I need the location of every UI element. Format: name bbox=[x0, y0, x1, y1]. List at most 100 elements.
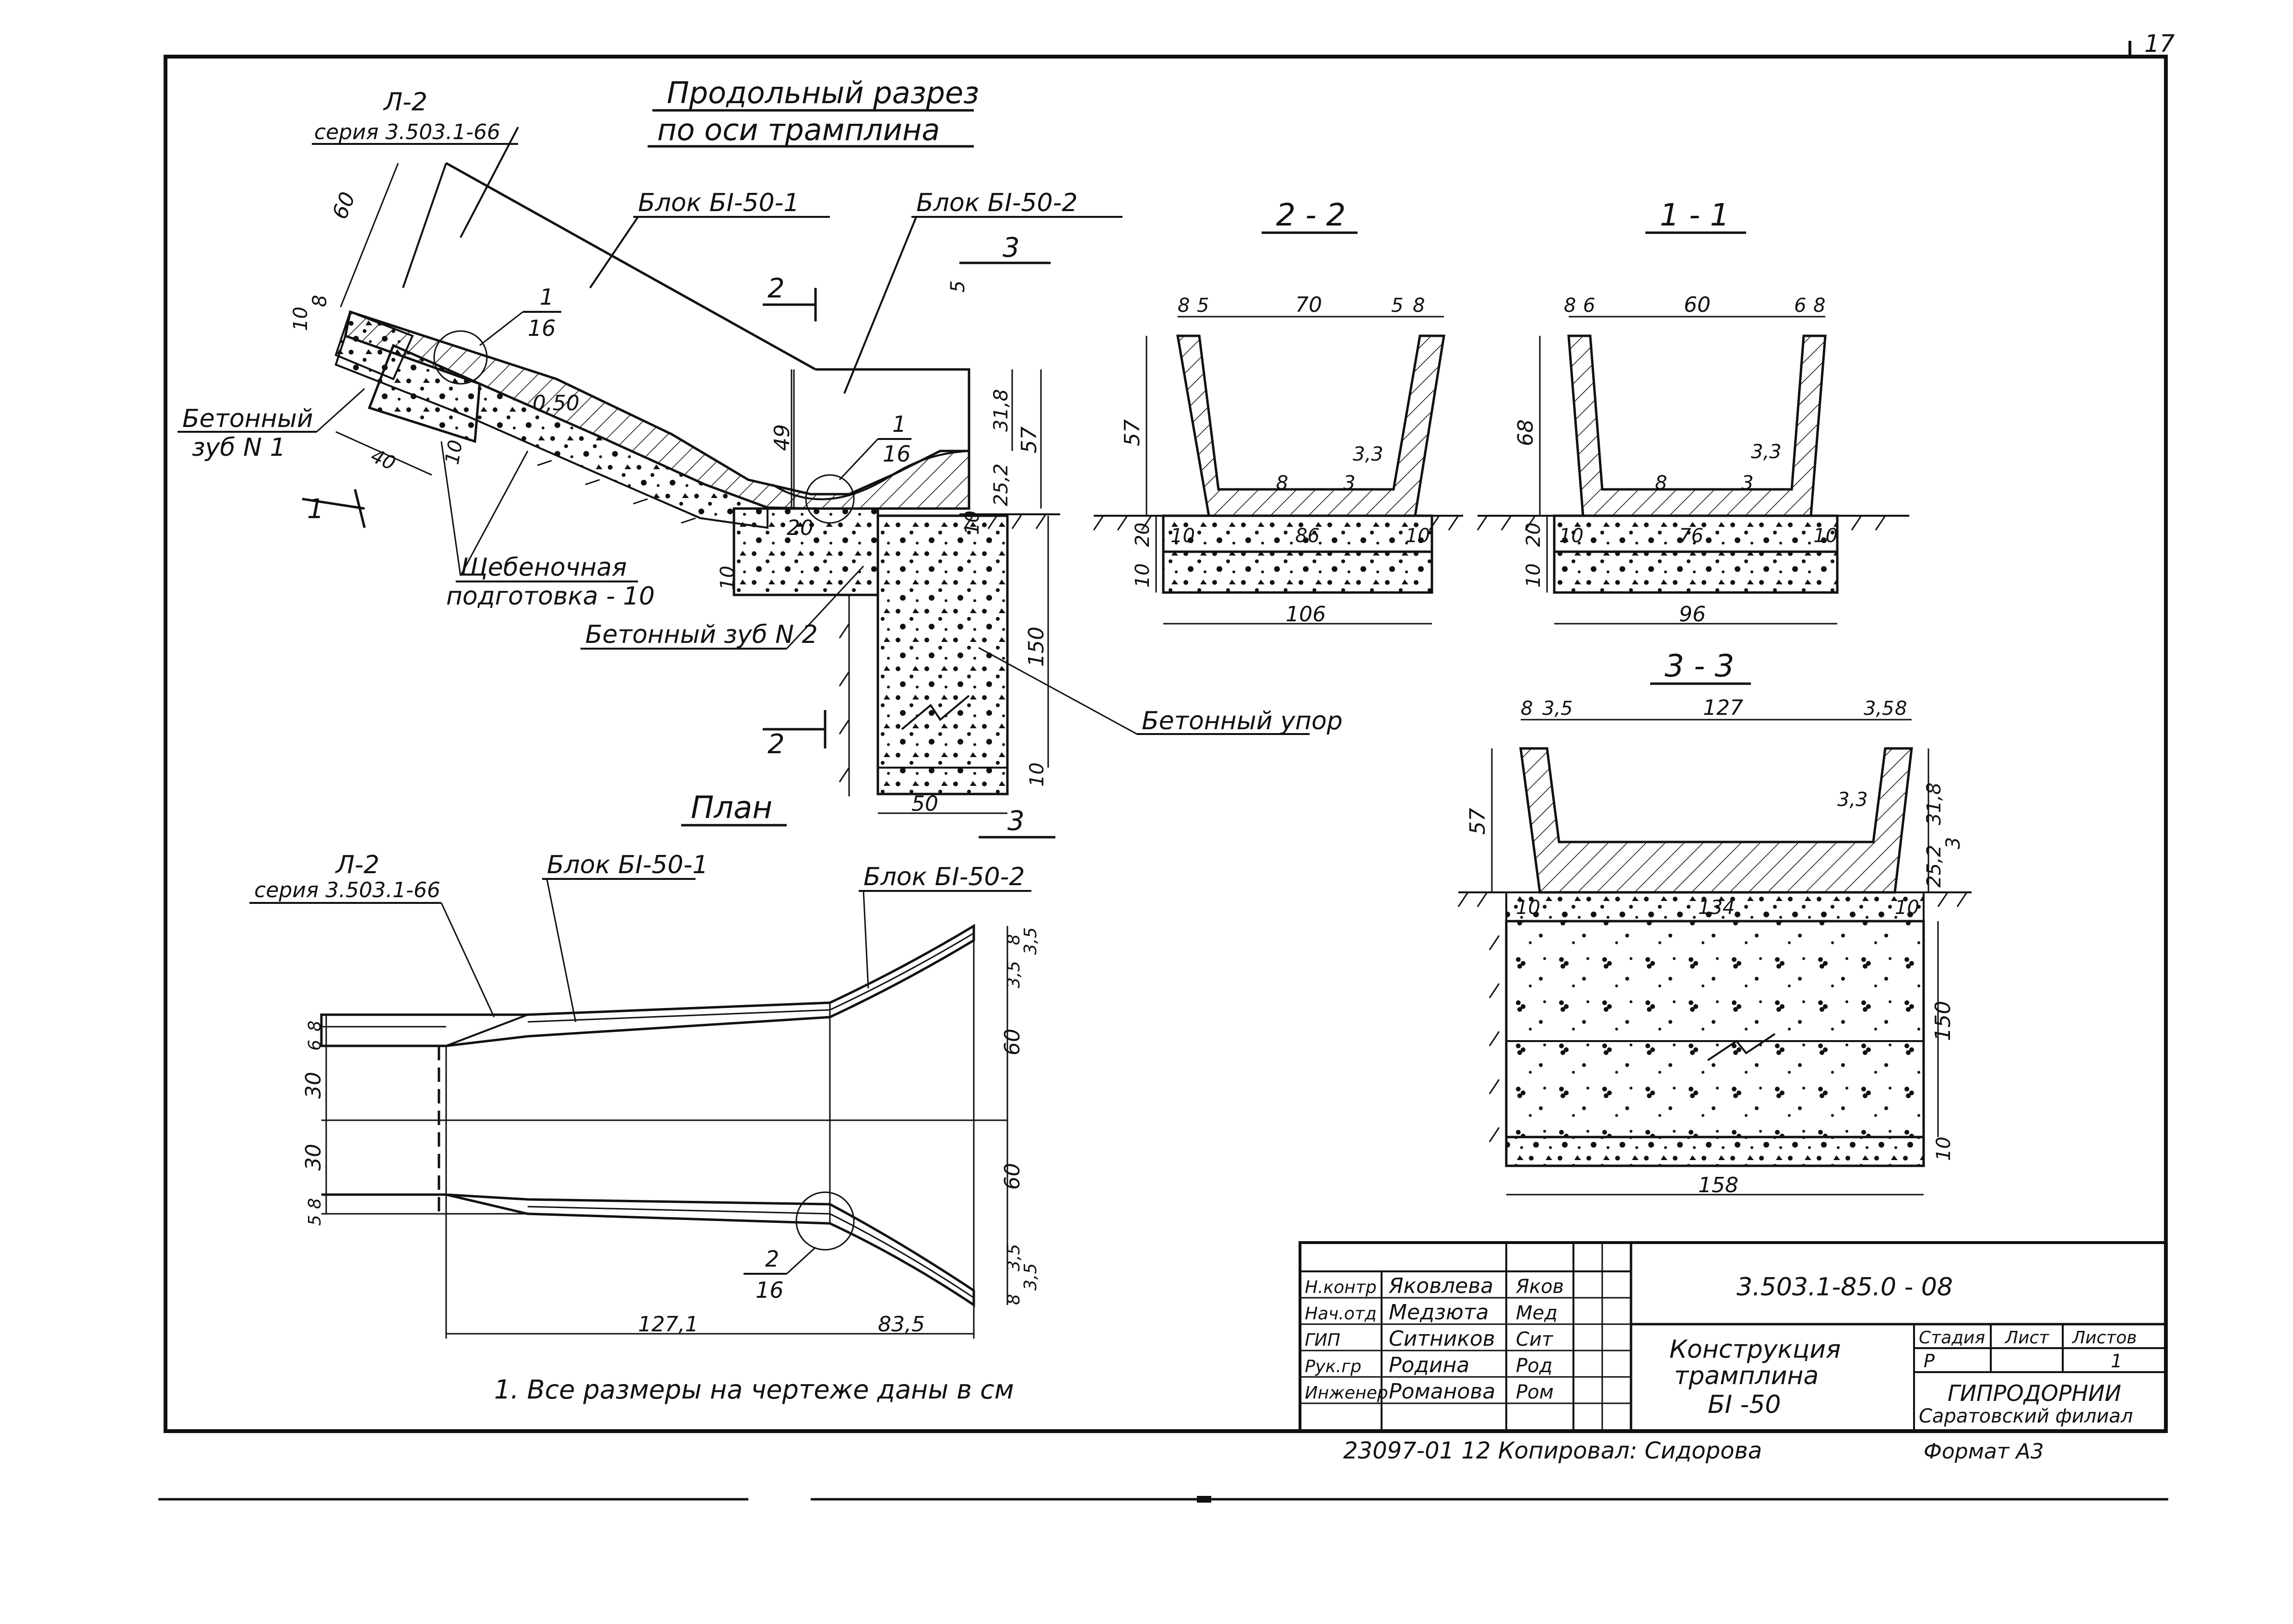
svg-text:86: 86 bbox=[1295, 525, 1320, 547]
tb-name-1: Медзюта bbox=[1389, 1300, 1489, 1325]
svg-text:5: 5 bbox=[305, 1215, 325, 1226]
svg-text:10: 10 bbox=[1895, 897, 1919, 919]
section-1-1-title: 1 - 1 bbox=[1660, 198, 1729, 233]
svg-text:57: 57 bbox=[1120, 419, 1145, 446]
section-title-line1: Продольный разрез bbox=[667, 75, 979, 110]
gravel-label-b: подготовка - 10 bbox=[446, 582, 655, 611]
tb-name-3: Родина bbox=[1389, 1353, 1469, 1377]
svg-text:30: 30 bbox=[301, 1144, 326, 1171]
section-3-3-title: 3 - 3 bbox=[1665, 649, 1734, 684]
svg-text:106: 106 bbox=[1286, 602, 1326, 627]
svg-text:68: 68 bbox=[1513, 419, 1538, 446]
concrete-stop-label: Бетонный упор bbox=[1142, 707, 1343, 735]
tb-sheet-header: Лист bbox=[2004, 1328, 2049, 1348]
tb-name-2: Ситников bbox=[1389, 1327, 1495, 1351]
svg-text:25,2: 25,2 bbox=[1923, 845, 1945, 888]
svg-text:10: 10 bbox=[1026, 762, 1048, 787]
ref-series-label: серия 3.503.1-66 bbox=[314, 120, 500, 144]
callout1-den: 16 bbox=[528, 315, 556, 341]
block1-label: Блок БI-50-1 bbox=[638, 189, 799, 217]
section-3-3: 3 - 3 8 3,5 127 3,5 8 57 3,3 31,8 25,2 3… bbox=[1457, 649, 1972, 1197]
svg-text:5: 5 bbox=[947, 281, 969, 293]
svg-text:25,2: 25,2 bbox=[990, 463, 1012, 506]
cut-mark-2-bottom: 2 bbox=[768, 729, 785, 760]
svg-text:31,8: 31,8 bbox=[1923, 782, 1945, 825]
detail-callout-2 bbox=[805, 474, 855, 524]
section-1-1: 1 - 1 8 6 60 6 8 68 3,3 3 8 10 76 10 20 … bbox=[1477, 198, 1909, 627]
tb-name-line2: трамплина bbox=[1674, 1362, 1819, 1390]
svg-text:3: 3 bbox=[1343, 472, 1355, 494]
cut-mark-1: 1 bbox=[307, 494, 324, 525]
callout1-num: 1 bbox=[540, 284, 554, 310]
tooth1-label-b: зуб N 1 bbox=[192, 433, 286, 462]
svg-text:20: 20 bbox=[1523, 522, 1545, 547]
callout2-den: 16 bbox=[883, 441, 911, 467]
plan-block1-label: Блок БI-50-1 bbox=[547, 851, 708, 879]
svg-text:10: 10 bbox=[1933, 1137, 1955, 1161]
svg-text:30: 30 bbox=[301, 1072, 326, 1099]
svg-text:57: 57 bbox=[1017, 427, 1041, 453]
svg-text:70: 70 bbox=[1295, 293, 1322, 317]
svg-text:60: 60 bbox=[1000, 1029, 1025, 1055]
page-number: 17 bbox=[2144, 30, 2175, 58]
tooth2-label: Бетонный зуб N 2 bbox=[585, 620, 818, 649]
svg-text:8: 8 bbox=[309, 295, 331, 307]
svg-text:3,5: 3,5 bbox=[1864, 698, 1894, 720]
tb-stage-header: Стадия bbox=[1919, 1328, 1985, 1348]
tb-sign-0: Яков bbox=[1515, 1276, 1564, 1298]
svg-text:10: 10 bbox=[441, 439, 467, 466]
detail-callout-1 bbox=[433, 330, 488, 385]
title-block: Н.контр Яковлева Яков Нач.отд Медзюта Ме… bbox=[1299, 1241, 2167, 1464]
tb-name-0: Яковлева bbox=[1388, 1274, 1493, 1298]
svg-text:3,5: 3,5 bbox=[1004, 961, 1024, 988]
sheet-frame: 17 bbox=[158, 30, 2175, 1503]
svg-text:3,3: 3,3 bbox=[1837, 789, 1868, 811]
svg-text:6: 6 bbox=[305, 1040, 325, 1051]
svg-text:8: 8 bbox=[305, 1020, 325, 1031]
svg-text:20: 20 bbox=[1132, 522, 1154, 547]
tb-name-line3: БI -50 bbox=[1708, 1390, 1781, 1419]
tooth1-label-a: Бетонный bbox=[182, 404, 313, 433]
svg-text:8: 8 bbox=[1276, 472, 1288, 494]
section-3-3-concrete-stop bbox=[1505, 920, 1925, 1138]
tb-org-line2: Саратовский филиал bbox=[1919, 1405, 2133, 1427]
svg-text:10: 10 bbox=[1406, 525, 1430, 547]
svg-text:8: 8 bbox=[1813, 295, 1825, 317]
section-1-1-block bbox=[1567, 334, 1827, 517]
tb-role-4: Инженер bbox=[1305, 1383, 1388, 1403]
svg-text:8: 8 bbox=[1521, 698, 1533, 720]
svg-text:60: 60 bbox=[1000, 1163, 1025, 1190]
svg-text:60: 60 bbox=[328, 189, 360, 223]
tb-sign-2: Сит bbox=[1516, 1328, 1554, 1351]
plan-top-wall bbox=[320, 924, 975, 1047]
svg-text:10: 10 bbox=[1516, 897, 1540, 919]
svg-text:10: 10 bbox=[961, 510, 983, 535]
section-2-2: 2 - 2 8 5 70 5 8 57 3,3 3 8 10 86 10 20 … bbox=[1093, 198, 1463, 627]
tb-role-2: ГИП bbox=[1305, 1330, 1340, 1350]
svg-text:3,5: 3,5 bbox=[1542, 698, 1573, 720]
tb-role-1: Нач.отд bbox=[1305, 1304, 1377, 1324]
svg-text:3,5: 3,5 bbox=[1021, 927, 1040, 955]
svg-text:10: 10 bbox=[1559, 525, 1584, 547]
block2-label: Блок БI-50-2 bbox=[916, 189, 1077, 217]
svg-text:10: 10 bbox=[1170, 525, 1195, 547]
plan-view: План Л-2 серия 3.503.1-66 Блок БI-50-1 Б… bbox=[249, 790, 1040, 1339]
drawing-note: 1. Все размеры на чертеже даны в см bbox=[494, 1375, 1014, 1405]
svg-text:40: 40 bbox=[367, 445, 399, 475]
svg-text:20: 20 bbox=[787, 516, 814, 540]
svg-text:96: 96 bbox=[1679, 602, 1706, 627]
svg-text:8: 8 bbox=[1178, 295, 1190, 317]
svg-text:5: 5 bbox=[1391, 295, 1403, 317]
svg-text:6: 6 bbox=[1583, 295, 1595, 317]
plan-title: План bbox=[691, 790, 772, 826]
tb-sign-4: Ром bbox=[1516, 1381, 1554, 1403]
slope-label: 0,50 bbox=[532, 391, 579, 415]
svg-text:8: 8 bbox=[1413, 295, 1425, 317]
tb-name-line1: Конструкция bbox=[1669, 1335, 1841, 1364]
svg-text:6: 6 bbox=[1794, 295, 1806, 317]
svg-text:3,5: 3,5 bbox=[1021, 1263, 1040, 1291]
svg-text:50: 50 bbox=[911, 792, 938, 816]
cut-mark-3-bottom: 3 bbox=[1007, 806, 1025, 837]
svg-text:158: 158 bbox=[1698, 1173, 1738, 1197]
